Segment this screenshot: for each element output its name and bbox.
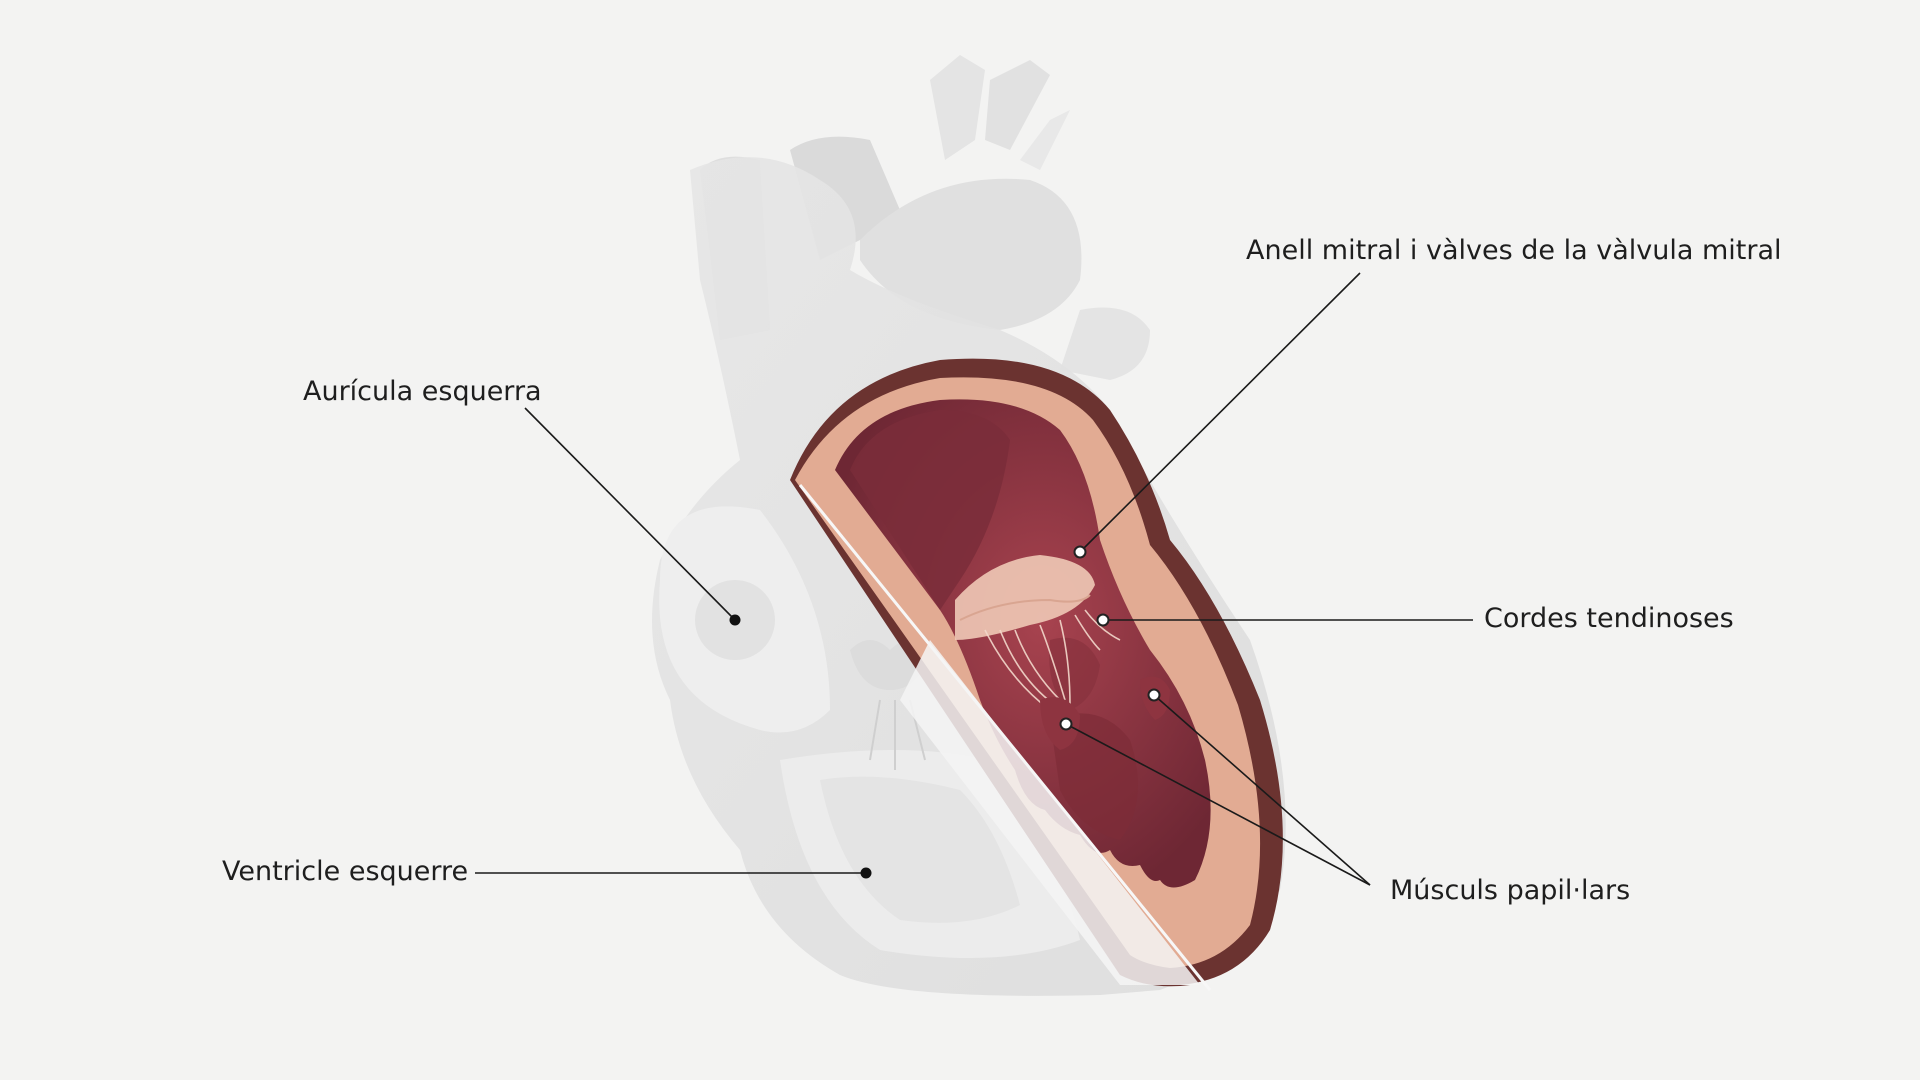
label-papillary-muscles: Músculs papil·lars [1390,875,1631,906]
anchor-left-ventricle [860,867,872,879]
leader-papillary-1 [1065,723,1371,886]
leader-papillary-2 [1153,694,1371,886]
anchor-papillary-1 [1059,717,1073,731]
anchor-chordae [1096,613,1110,627]
leader-mitral-annulus [1079,272,1361,553]
heart-cut-section [790,358,1283,991]
leader-left-atrium [524,407,736,621]
anchor-papillary-2 [1147,688,1161,702]
anchor-left-atrium [729,614,741,626]
label-left-atrium: Aurícula esquerra [303,376,542,407]
label-mitral-annulus: Anell mitral i vàlves de la vàlvula mitr… [1246,235,1782,266]
label-chordae: Cordes tendinoses [1484,603,1734,634]
leader-lines [475,272,1473,886]
label-left-ventricle: Ventricle esquerre [222,856,469,887]
anchor-mitral-annulus [1073,545,1087,559]
